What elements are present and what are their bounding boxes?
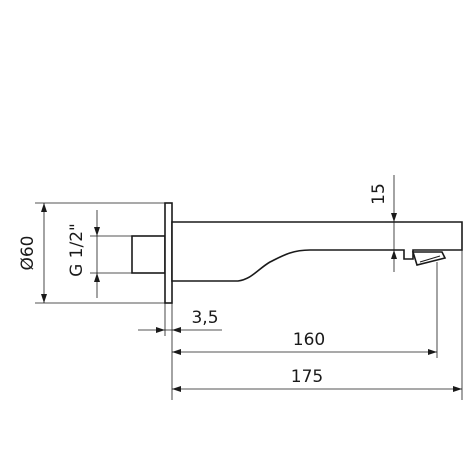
dimension-outlet-height: 15 bbox=[369, 175, 397, 272]
dimension-overall-length: 175 bbox=[172, 367, 462, 392]
arrow-down bbox=[41, 294, 47, 303]
aerator-inner-line bbox=[419, 255, 441, 263]
threaded-connector bbox=[131, 235, 166, 274]
dimension-thread: G 1/2" bbox=[67, 210, 100, 298]
flange-thickness-label: 3,5 bbox=[191, 308, 218, 328]
arrow-right bbox=[156, 327, 165, 333]
spout-length-label: 160 bbox=[293, 330, 325, 350]
thread-label: G 1/2" bbox=[67, 223, 87, 277]
diameter-label: Ø60 bbox=[18, 235, 38, 270]
arrow-up bbox=[94, 273, 100, 282]
arrow-left bbox=[172, 349, 181, 355]
spout-body bbox=[171, 221, 463, 282]
arrow-down bbox=[94, 227, 100, 236]
arrow-down bbox=[391, 213, 397, 222]
overall-length-label: 175 bbox=[291, 367, 323, 387]
arrow-up bbox=[41, 203, 47, 212]
outlet-height-label: 15 bbox=[369, 183, 389, 205]
spout-part bbox=[131, 202, 463, 304]
dimension-flange-thickness: 3,5 bbox=[138, 308, 222, 333]
dimension-diameter: Ø60 bbox=[18, 203, 47, 303]
aerator-outlet bbox=[411, 251, 447, 266]
arrow-up bbox=[391, 250, 397, 259]
arrow-right bbox=[428, 349, 437, 355]
arrow-left bbox=[172, 386, 181, 392]
dimension-spout-length: 160 bbox=[172, 330, 437, 355]
wall-flange bbox=[164, 202, 173, 304]
arrow-right bbox=[453, 386, 462, 392]
arrow-left bbox=[172, 327, 181, 333]
